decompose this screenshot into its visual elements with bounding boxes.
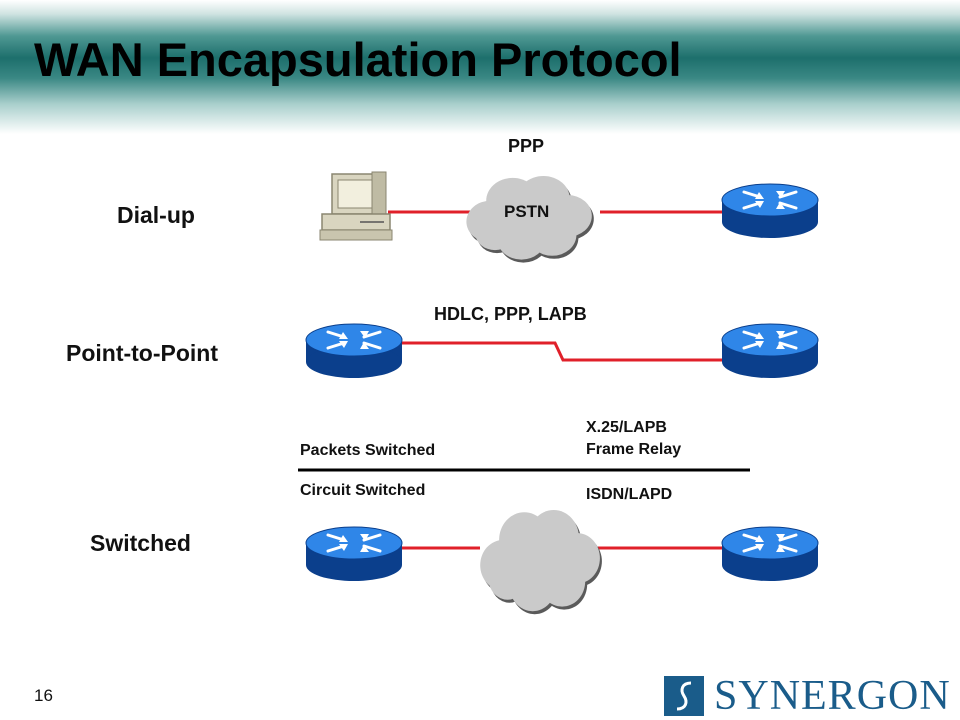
header-band — [0, 0, 960, 135]
p2p-link — [402, 341, 722, 362]
router-icon — [720, 525, 820, 583]
x25-lapb-label: X.25/LAPB — [586, 419, 667, 436]
row-label-dialup: Dial-up — [117, 202, 195, 228]
circuit-protocols-label: ISDN/LAPD — [586, 484, 672, 506]
page-number: 16 — [34, 686, 53, 705]
router-icon — [720, 322, 820, 380]
synergon-logo-icon — [664, 676, 704, 716]
switched-cloud — [480, 510, 602, 615]
circuit-switched-label: Circuit Switched — [300, 482, 426, 499]
dialup-protocol-label: PPP — [508, 136, 545, 156]
router-icon — [304, 322, 404, 380]
row-label-point-to-point: Point-to-Point — [66, 340, 219, 366]
pstn-cloud-label: PSTN — [504, 202, 550, 221]
row-label-switched: Switched — [90, 530, 191, 556]
packets-switched-label: Packets Switched — [300, 442, 436, 459]
p2p-protocol-label: HDLC, PPP, LAPB — [434, 304, 587, 324]
page-title: WAN Encapsulation Protocol — [34, 33, 682, 86]
isdn-lapd-label: ISDN/LAPD — [586, 486, 673, 503]
frame-relay-label: Frame Relay — [586, 441, 682, 458]
router-icon — [720, 182, 820, 240]
synergon-logo-text: SYNERGON — [714, 673, 951, 719]
packets-protocols-label: X.25/LAPB Frame Relay — [586, 417, 681, 461]
router-icon — [304, 525, 404, 583]
computer-icon — [319, 171, 393, 241]
